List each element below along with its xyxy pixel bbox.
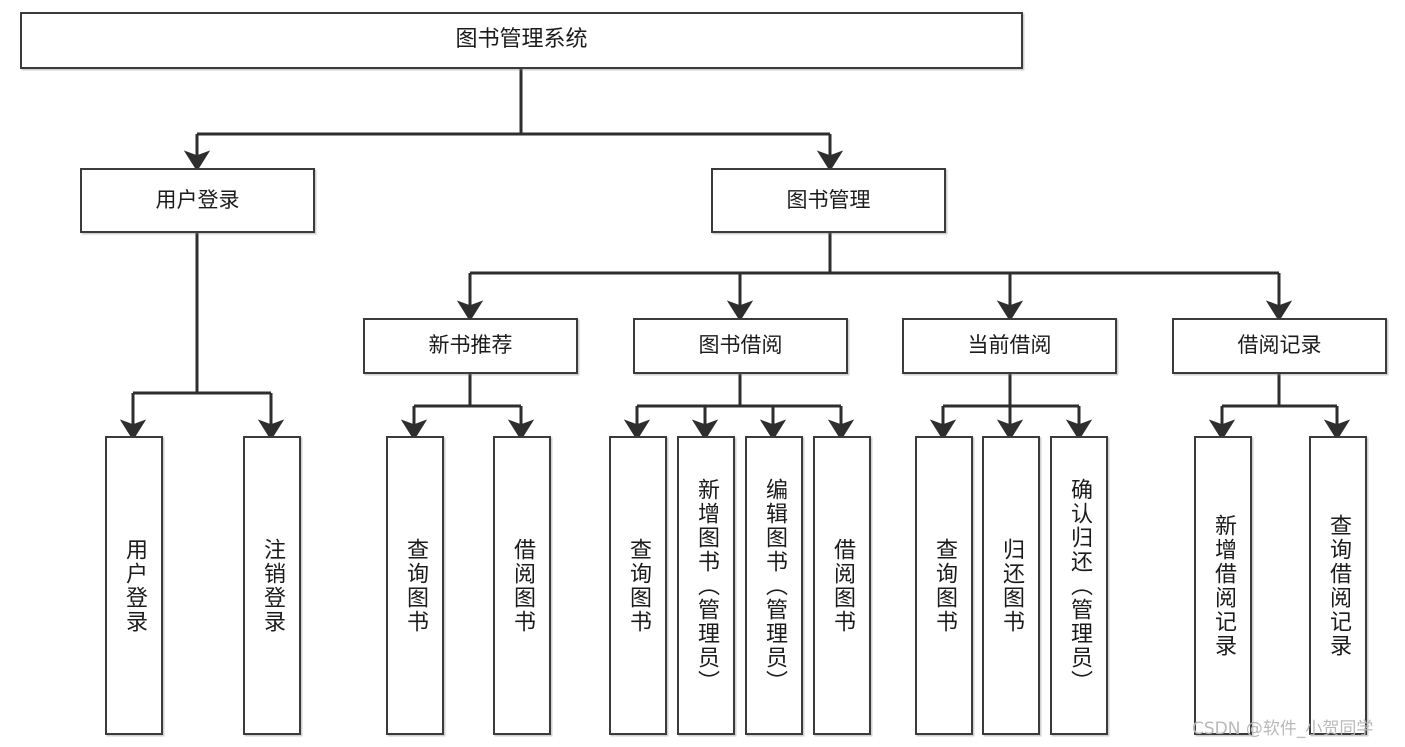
node-user-login[interactable]: 用户登录 (80, 168, 315, 233)
node-book-management[interactable]: 图书管理 (711, 168, 946, 233)
leaf-book-borrow-add-book-admin[interactable]: 新增图书（管理员） (677, 436, 735, 735)
node-label: 确认归还（管理员） (1067, 477, 1092, 694)
csdn-watermark: CSDN @软件_小贺同学 (1192, 719, 1374, 739)
leaf-book-borrow-query-book[interactable]: 查询图书 (609, 436, 667, 735)
node-label: 查询图书 (403, 537, 428, 634)
leaf-current-borrow-return-book[interactable]: 归还图书 (982, 436, 1040, 735)
leaf-new-book-borrow-book[interactable]: 借阅图书 (493, 436, 551, 735)
node-label: 新增借阅记录 (1211, 513, 1236, 658)
node-label: 编辑图书（管理员） (762, 477, 787, 694)
leaf-borrow-record-add-record[interactable]: 新增借阅记录 (1194, 436, 1252, 735)
leaf-new-book-query-book[interactable]: 查询图书 (386, 436, 444, 735)
node-label: 图书管理系统 (455, 27, 588, 53)
node-root-book-management-system[interactable]: 图书管理系统 (20, 12, 1023, 69)
node-book-borrow[interactable]: 图书借阅 (633, 318, 848, 374)
node-label: 图书借阅 (698, 333, 783, 358)
node-label: 归还图书 (999, 537, 1024, 634)
node-label: 用户登录 (122, 537, 147, 634)
leaf-book-borrow-borrow-book[interactable]: 借阅图书 (813, 436, 871, 735)
leaf-borrow-record-query-record[interactable]: 查询借阅记录 (1309, 436, 1367, 735)
node-label: 注销登录 (260, 537, 285, 634)
node-label: 新增图书（管理员） (694, 477, 719, 694)
node-label: 借阅图书 (510, 537, 535, 634)
node-new-book-recommend[interactable]: 新书推荐 (363, 318, 578, 374)
node-label: 借阅记录 (1237, 333, 1322, 358)
node-label: 当前借阅 (967, 333, 1052, 358)
leaf-user-login-login[interactable]: 用户登录 (105, 436, 163, 735)
node-label: 查询图书 (932, 537, 957, 634)
leaf-current-borrow-query-book[interactable]: 查询图书 (915, 436, 973, 735)
node-label: 借阅图书 (830, 537, 855, 634)
node-label: 查询借阅记录 (1326, 513, 1351, 658)
node-label: 新书推荐 (428, 333, 513, 358)
node-label: 查询图书 (626, 537, 651, 634)
node-label: 图书管理 (786, 187, 871, 212)
node-label: 用户登录 (155, 187, 240, 212)
leaf-current-borrow-confirm-return-admin[interactable]: 确认归还（管理员） (1050, 436, 1108, 735)
node-current-borrow[interactable]: 当前借阅 (902, 318, 1117, 374)
leaf-book-borrow-edit-book-admin[interactable]: 编辑图书（管理员） (745, 436, 803, 735)
node-borrow-record[interactable]: 借阅记录 (1172, 318, 1387, 374)
leaf-user-login-logout[interactable]: 注销登录 (243, 436, 301, 735)
